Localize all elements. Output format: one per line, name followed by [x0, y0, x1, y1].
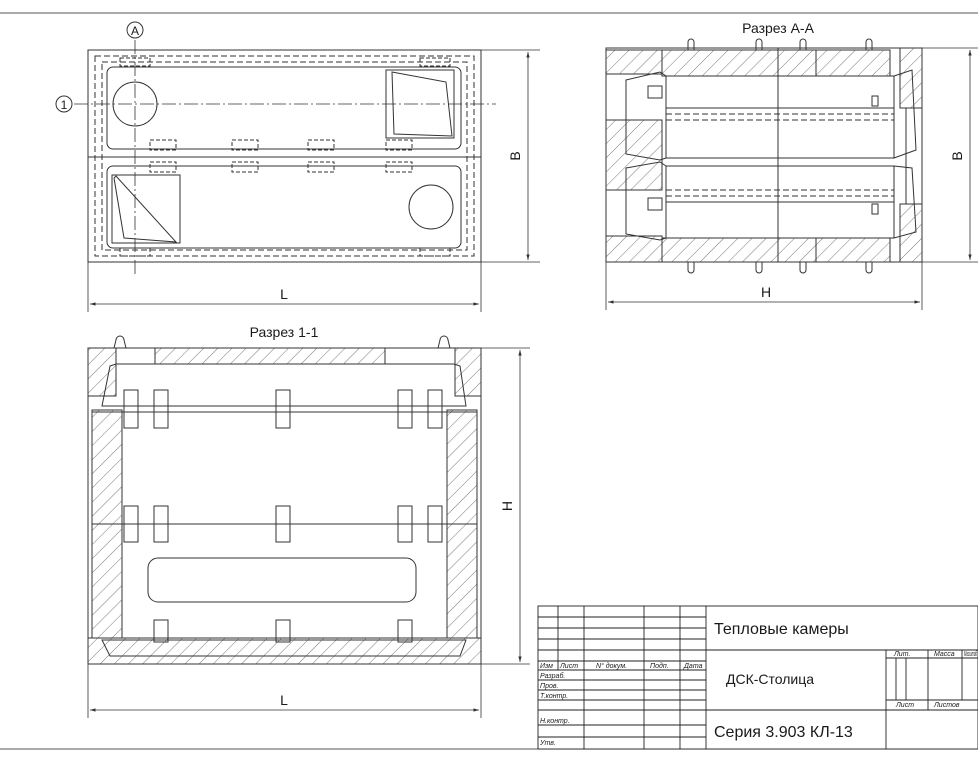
section-aa-dimension-h	[605, 262, 923, 310]
section-11-view	[87, 335, 482, 665]
label-lit: Лит.	[893, 651, 910, 658]
col-sign: Подп.	[650, 662, 669, 670]
label-sheet: Лист	[895, 702, 914, 709]
section-11-dim-l-label: L	[280, 692, 288, 708]
label-sheets: Листов	[933, 702, 960, 709]
label-scale: Масштаб	[964, 650, 977, 658]
col-doc: N° докум.	[596, 662, 627, 670]
plan-dimension-b	[481, 49, 540, 263]
section-11-window	[147, 557, 417, 603]
row-tech: Т.контр.	[540, 693, 568, 700]
hatch-square-left	[111, 174, 181, 244]
col-sheet: Лист	[559, 663, 578, 670]
section-aa-dim-h-label: H	[761, 284, 771, 300]
plan-view	[74, 40, 496, 276]
title-project: Тепловые камеры	[714, 621, 849, 638]
row-norm: Н.контр.	[540, 718, 570, 725]
col-change: Изм	[540, 663, 553, 670]
section-aa-view	[605, 38, 923, 274]
plan-outline	[87, 49, 482, 263]
title-block-texts: Тепловые камеры ДСК-Столица Серия 3.903 …	[539, 621, 977, 747]
svg-text:A: A	[131, 24, 139, 38]
row-checked: Пров.	[540, 683, 559, 690]
section-aa-title: Разрез А-А	[742, 20, 814, 36]
svg-text:1: 1	[61, 98, 68, 112]
axis-marker-1: 1	[55, 95, 73, 113]
section-11-title: Разрез 1-1	[250, 324, 319, 340]
section-11-dim-h-label: H	[499, 501, 515, 511]
row-approved: Утв.	[539, 740, 556, 747]
label-mass: Масса	[934, 651, 955, 658]
section-aa-dimension-b	[922, 47, 978, 263]
plan-dimension-l	[87, 262, 482, 312]
title-block	[537, 605, 978, 750]
plan-dim-l-label: L	[280, 286, 288, 302]
col-date: Дата	[683, 663, 703, 670]
section-11-dimension-h	[481, 347, 530, 665]
plan-dim-b-label: B	[507, 151, 523, 160]
title-series: Серия 3.903 КЛ-13	[714, 724, 853, 741]
section-11-dimension-l	[87, 664, 482, 718]
title-organization: ДСК-Столица	[726, 671, 814, 687]
section-marker-a: A	[126, 21, 144, 39]
row-developed: Разраб.	[540, 672, 565, 680]
section-aa-dim-b-label: B	[949, 151, 965, 160]
manhole-circle-right	[408, 184, 454, 230]
